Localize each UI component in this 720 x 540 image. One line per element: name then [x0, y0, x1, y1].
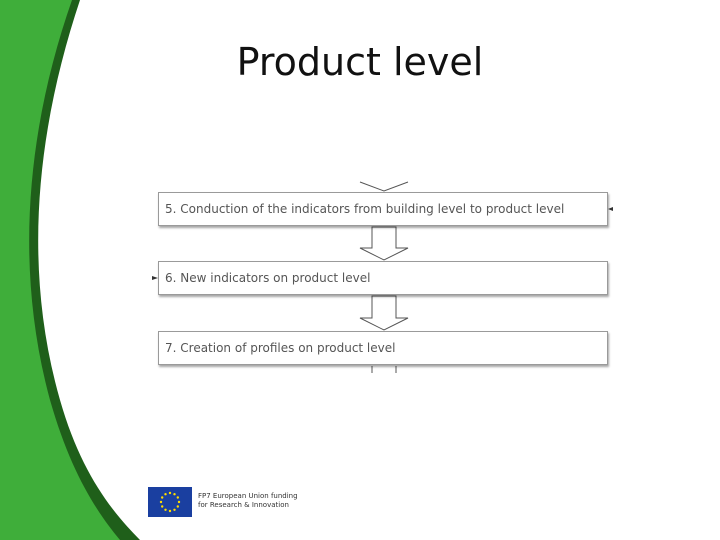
slide-title: Product level [236, 40, 484, 84]
band-light-stripe [0, 0, 120, 540]
arrow-5-to-6 [359, 226, 409, 261]
eu-funding-caption: FP7 European Union funding for Research … [198, 492, 338, 510]
eu-funding-line2: for Research & Innovation [198, 501, 289, 509]
top-chevron-arrow [359, 181, 409, 192]
side-marker-right [608, 207, 613, 211]
side-marker-left [152, 276, 158, 280]
bottom-stub-arrow [371, 366, 397, 373]
green-decorative-band [0, 0, 140, 540]
flow-step-5: 5. Conduction of the indicators from bui… [158, 192, 608, 226]
eu-funding-line1: FP7 European Union funding [198, 492, 298, 500]
flow-step-6: 6. New indicators on product level [158, 261, 608, 295]
eu-flag-logo [148, 487, 192, 517]
flow-step-7: 7. Creation of profiles on product level [158, 331, 608, 365]
arrow-6-to-7 [359, 295, 409, 331]
